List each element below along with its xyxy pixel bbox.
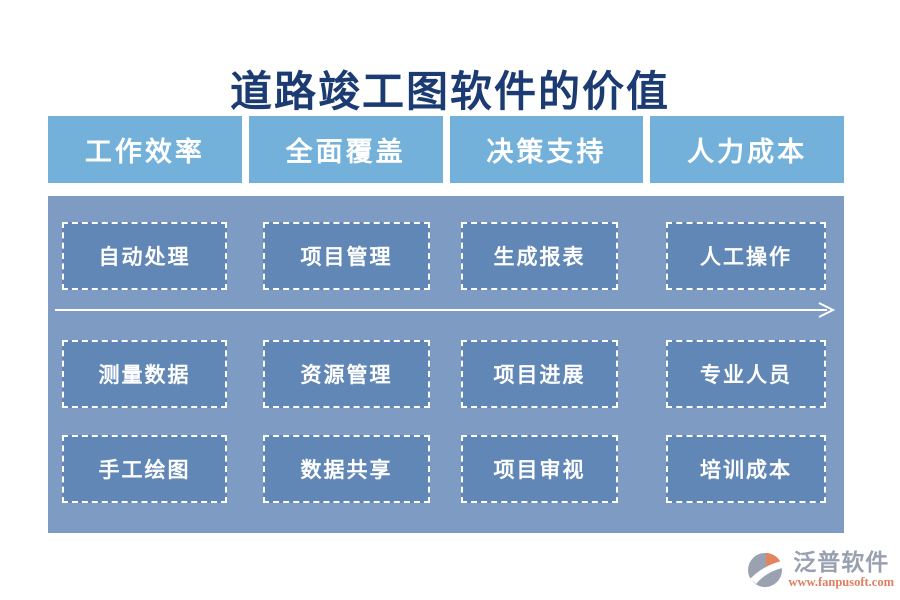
value-box: 人工操作 <box>666 222 826 290</box>
value-box: 资源管理 <box>263 340 430 408</box>
right-arrow-icon <box>55 302 836 318</box>
value-box: 数据共享 <box>263 435 430 503</box>
value-box: 项目进展 <box>461 340 618 408</box>
value-box: 自动处理 <box>62 222 227 290</box>
value-box: 专业人员 <box>666 340 826 408</box>
value-box: 生成报表 <box>461 222 618 290</box>
column-header-decision: 决策支持 <box>449 116 644 183</box>
value-box: 测量数据 <box>62 340 227 408</box>
value-box: 培训成本 <box>666 435 826 503</box>
brand-url: www.fanpusoft.com <box>788 574 894 589</box>
value-panel: 自动处理 项目管理 生成报表 人工操作 测量数据 资源管理 项目进展 专业人员 … <box>48 196 844 533</box>
fanpu-logo-icon <box>748 553 783 587</box>
column-header-efficiency: 工作效率 <box>48 116 242 183</box>
page-title: 道路竣工图软件的价值 <box>229 70 670 116</box>
column-header-labor-cost: 人力成本 <box>650 116 844 183</box>
brand-name: 泛普软件 <box>793 550 890 576</box>
brand-watermark: 泛普软件 www.fanpusoft.com <box>745 550 894 590</box>
value-box: 手工绘图 <box>62 435 227 503</box>
value-box: 项目管理 <box>263 222 430 290</box>
value-box: 项目审视 <box>461 435 618 503</box>
column-header-row: 工作效率 全面覆盖 决策支持 人力成本 <box>48 116 844 183</box>
column-header-coverage: 全面覆盖 <box>248 116 443 183</box>
